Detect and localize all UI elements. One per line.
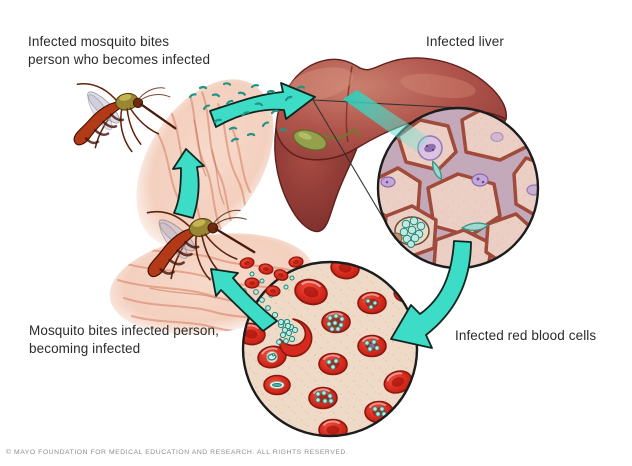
label-infected-liver: Infected liver bbox=[426, 34, 504, 49]
sporozoites bbox=[188, 82, 306, 143]
copyright-notice: © MAYO FOUNDATION FOR MEDICAL EDUCATION … bbox=[6, 449, 349, 456]
magnification-leader-lines bbox=[312, 99, 463, 229]
arrow-up-cycle bbox=[172, 148, 205, 219]
label-infected-mosquito-bites: Infected mosquito bites person who becom… bbox=[28, 34, 211, 68]
arrow-liver-to-cells bbox=[343, 90, 430, 152]
label-mosquito-bites-infected-person: Mosquito bites infected person, becoming… bbox=[29, 323, 219, 357]
gallbladder bbox=[292, 128, 361, 151]
arrow-cells-to-rbc bbox=[390, 240, 472, 349]
bursting-red-cell bbox=[276, 318, 313, 358]
label-infected-red-blood-cells: Infected red blood cells bbox=[455, 328, 597, 343]
red-blood-cells-circle bbox=[241, 260, 419, 438]
arrow-rbc-to-mosquito bbox=[210, 268, 278, 332]
blood-meal-trail bbox=[238, 255, 305, 298]
